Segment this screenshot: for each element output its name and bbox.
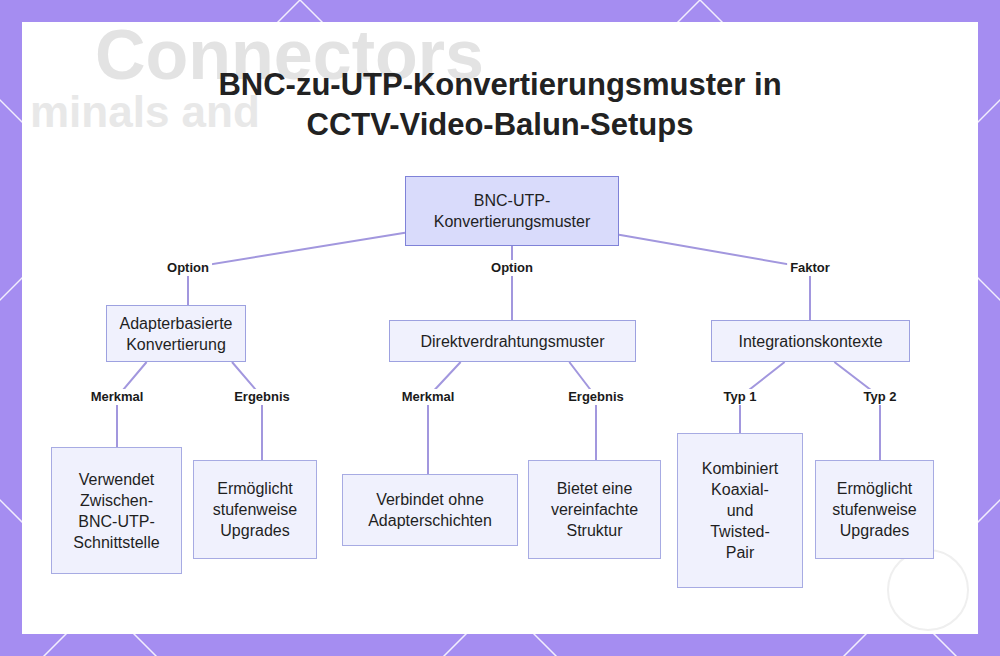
node-text: Ermöglicht stufenweise Upgrades bbox=[205, 478, 305, 541]
connector-line bbox=[232, 362, 262, 460]
edge-label: Ergebnis bbox=[231, 389, 293, 405]
card bbox=[22, 22, 978, 634]
edge-label: Faktor bbox=[787, 260, 833, 276]
detail-box: Ermöglicht stufenweise Upgrades bbox=[193, 460, 317, 559]
edge-label: Typ 1 bbox=[721, 389, 760, 405]
connector-line bbox=[428, 362, 461, 474]
connector-line bbox=[619, 235, 810, 320]
node-text: Adapterbasierte Konvertierung bbox=[111, 313, 241, 355]
faint-logo bbox=[888, 550, 968, 630]
node-text: Verwendet Zwischen-BNC-UTP-Schnittstelle bbox=[67, 469, 167, 553]
node-text: Integrationskontexte bbox=[716, 331, 906, 352]
connector-line bbox=[511, 246, 513, 320]
node-text: Bietet eine vereinfachte Struktur bbox=[542, 478, 647, 541]
edge-label: Merkmal bbox=[88, 389, 147, 405]
diagram-title: BNC-zu-UTP-Konvertierungsmuster in CCTV-… bbox=[190, 65, 810, 145]
root-box: BNC-UTP-Konvertierungsmuster bbox=[405, 176, 619, 246]
edge-label: Merkmal bbox=[399, 389, 458, 405]
category-box: Integrationskontexte bbox=[711, 320, 910, 362]
edge-label: Option bbox=[488, 260, 536, 276]
connector-line bbox=[834, 362, 880, 460]
detail-box: Ermöglicht stufenweise Upgrades bbox=[815, 460, 934, 559]
node-text: Direktverdrahtungsmuster bbox=[398, 331, 628, 352]
node-text: Kombiniert Koaxial- und Twisted-Pair bbox=[698, 458, 782, 563]
node-text: Ermöglicht stufenweise Upgrades bbox=[825, 478, 925, 541]
node-text: Verbindet ohne Adapterschichten bbox=[355, 489, 505, 531]
edge-label: Ergebnis bbox=[565, 389, 627, 405]
detail-box: Verwendet Zwischen-BNC-UTP-Schnittstelle bbox=[51, 447, 182, 574]
edge-label: Option bbox=[164, 260, 212, 276]
connector-line bbox=[569, 362, 596, 460]
edge-label: Typ 2 bbox=[861, 389, 900, 405]
detail-box: Verbindet ohne Adapterschichten bbox=[342, 474, 518, 546]
category-box: Direktverdrahtungsmuster bbox=[389, 320, 636, 362]
detail-box: Bietet eine vereinfachte Struktur bbox=[528, 460, 661, 559]
category-box: Adapterbasierte Konvertierung bbox=[106, 305, 246, 362]
detail-box: Kombiniert Koaxial- und Twisted-Pair bbox=[677, 433, 803, 588]
connector-line bbox=[188, 233, 405, 305]
node-text: BNC-UTP-Konvertierungsmuster bbox=[417, 190, 607, 232]
